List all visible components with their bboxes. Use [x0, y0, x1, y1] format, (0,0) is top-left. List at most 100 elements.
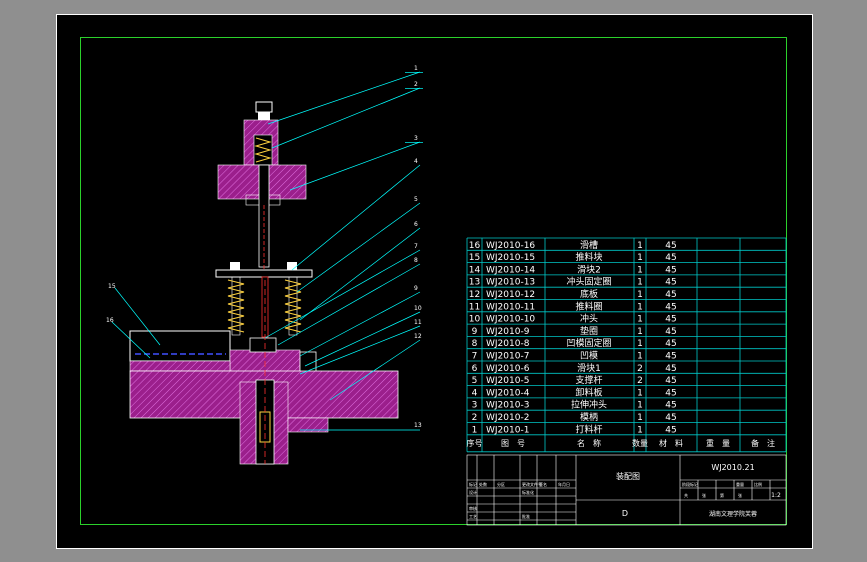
top-nut — [255, 101, 273, 113]
bom-cell-name: 支撑杆 — [575, 374, 602, 386]
bom-cell-qty: 2 — [637, 364, 643, 374]
bom-cell-material: 45 — [665, 265, 676, 275]
callout-labels: 1 2 3 4 5 6 7 8 9 10 11 12 13 15 16 — [106, 65, 422, 429]
callout-1: 1 — [414, 65, 418, 72]
label-change-doc: 更改文件号 — [522, 481, 542, 487]
bom-cell-name: 推料圈 — [575, 300, 602, 312]
leader-lines — [111, 71, 421, 431]
label-review: 审核 — [469, 505, 477, 511]
bom-cell-material: 45 — [665, 388, 676, 398]
callout-5: 5 — [414, 196, 418, 203]
support-rod-right — [288, 276, 298, 336]
callout-2: 2 — [414, 81, 418, 88]
bom-cell-material: 45 — [665, 241, 676, 251]
bom-cell-name: 冲头固定圈 — [566, 276, 611, 288]
bom-cell-no: 6 — [472, 364, 478, 374]
bom-cell-no: 3 — [472, 401, 478, 411]
bom-cell-name: 垫圈 — [580, 325, 598, 337]
bom-cell-code: WJ2010-10 — [486, 315, 535, 325]
drawing-sheet — [56, 14, 813, 549]
bom-cell-qty: 1 — [637, 278, 643, 288]
bom-cell-qty: 2 — [637, 376, 643, 386]
bom-cell-code: WJ2010-15 — [486, 253, 535, 263]
drawing-name: 装配图 — [616, 471, 640, 481]
bom-cell-name: 滑槽 — [580, 239, 598, 251]
bom-cell-qty: 1 — [637, 425, 643, 435]
bom-cell-material: 45 — [665, 290, 676, 300]
bom-header-name: 名 称 — [577, 438, 601, 448]
label-mark: 标记 — [469, 481, 477, 487]
bom-cell-no: 8 — [472, 339, 478, 349]
drawing-frame — [80, 37, 787, 525]
bom-cell-code: WJ2010-8 — [486, 339, 530, 349]
sheet-mark: D — [622, 509, 628, 518]
callout-13: 13 — [414, 422, 422, 429]
bom-cell-qty: 1 — [637, 413, 643, 423]
callout-6: 6 — [414, 221, 418, 228]
bom-cell-no: 11 — [469, 302, 480, 312]
bom-cell-name: 凹模 — [580, 351, 598, 362]
slide-guide — [129, 330, 231, 362]
school-name: 湖南文理学院芙蓉 — [709, 510, 757, 518]
bom-cell-material: 45 — [665, 278, 676, 288]
bom-cell-no: 13 — [469, 278, 480, 288]
stripper-nut-right — [287, 262, 297, 270]
bom-cell-name: 滑块1 — [577, 362, 601, 374]
label-count: 处数 — [479, 481, 487, 487]
bom-cell-code: WJ2010-16 — [486, 241, 535, 251]
bom-cell-material: 45 — [665, 376, 676, 386]
bom-cell-material: 45 — [665, 425, 676, 435]
label-weight: 重量 — [736, 481, 744, 487]
label-total: 共 — [684, 492, 688, 498]
bom-cell-no: 1 — [472, 425, 478, 435]
bom-cell-qty: 1 — [637, 265, 643, 275]
bom-cell-qty: 1 — [637, 315, 643, 325]
bom-cell-qty: 1 — [637, 388, 643, 398]
bom-cell-name: 打料杆 — [575, 423, 602, 435]
bom-cell-material: 45 — [665, 401, 676, 411]
bom-cell-code: WJ2010-14 — [486, 265, 535, 275]
bom-cell-material: 45 — [665, 302, 676, 312]
stripper-nut-left — [230, 262, 240, 270]
die-top — [249, 337, 277, 353]
callout-4: 4 — [414, 158, 418, 165]
label-design: 设计 — [469, 489, 477, 495]
label-stage: 阶段标记 — [682, 481, 698, 487]
label-process: 工艺 — [469, 514, 477, 519]
bom-cell-material: 45 — [665, 315, 676, 325]
bom-cell-code: WJ2010-11 — [486, 302, 535, 312]
drawing-punch — [258, 164, 270, 268]
leader-shelves — [405, 72, 423, 143]
label-page: 第 — [720, 492, 724, 498]
label-sheets: 张 — [702, 492, 706, 498]
bom-cell-name: 凹模固定圈 — [566, 337, 611, 349]
bom-header-no: 序号 — [467, 438, 483, 448]
bom-cell-code: WJ2010-13 — [486, 278, 535, 288]
bom-cell-code: WJ2010-4 — [486, 388, 530, 398]
bom-cell-name: 拉伸冲头 — [571, 399, 607, 411]
bom-cell-no: 9 — [472, 327, 478, 337]
callout-3: 3 — [414, 135, 418, 142]
ejector-spring — [254, 137, 272, 163]
bom-cell-material: 45 — [665, 364, 676, 374]
bom-cell-code: WJ2010-9 — [486, 327, 530, 337]
bom-cell-code: WJ2010-5 — [486, 376, 529, 386]
bom-cell-qty: 1 — [637, 241, 643, 251]
bom-cell-code: WJ2010-7 — [486, 352, 529, 362]
bom-cell-qty: 1 — [637, 352, 643, 362]
bom-cell-material: 45 — [665, 253, 676, 263]
bom-cell-code: WJ2010-1 — [486, 425, 529, 435]
bom-cell-name: 卸料板 — [575, 386, 602, 398]
bom-header-weight: 重 量 — [706, 438, 730, 448]
stripper-plate — [215, 269, 313, 278]
spring-right — [284, 279, 302, 333]
bom-cell-material: 45 — [665, 352, 676, 362]
bom-header-code: 图 号 — [501, 439, 525, 448]
bom-cell-name: 底板 — [580, 288, 598, 300]
bom-cell-code: WJ2010-3 — [486, 401, 529, 411]
bom-cell-no: 2 — [472, 413, 478, 423]
bom-cell-qty: 1 — [637, 290, 643, 300]
title-block-text: 装配图 WJ2010.21 D 湖南文理学院芙蓉 1:2 标记 处数 分区 更改… — [469, 463, 781, 519]
